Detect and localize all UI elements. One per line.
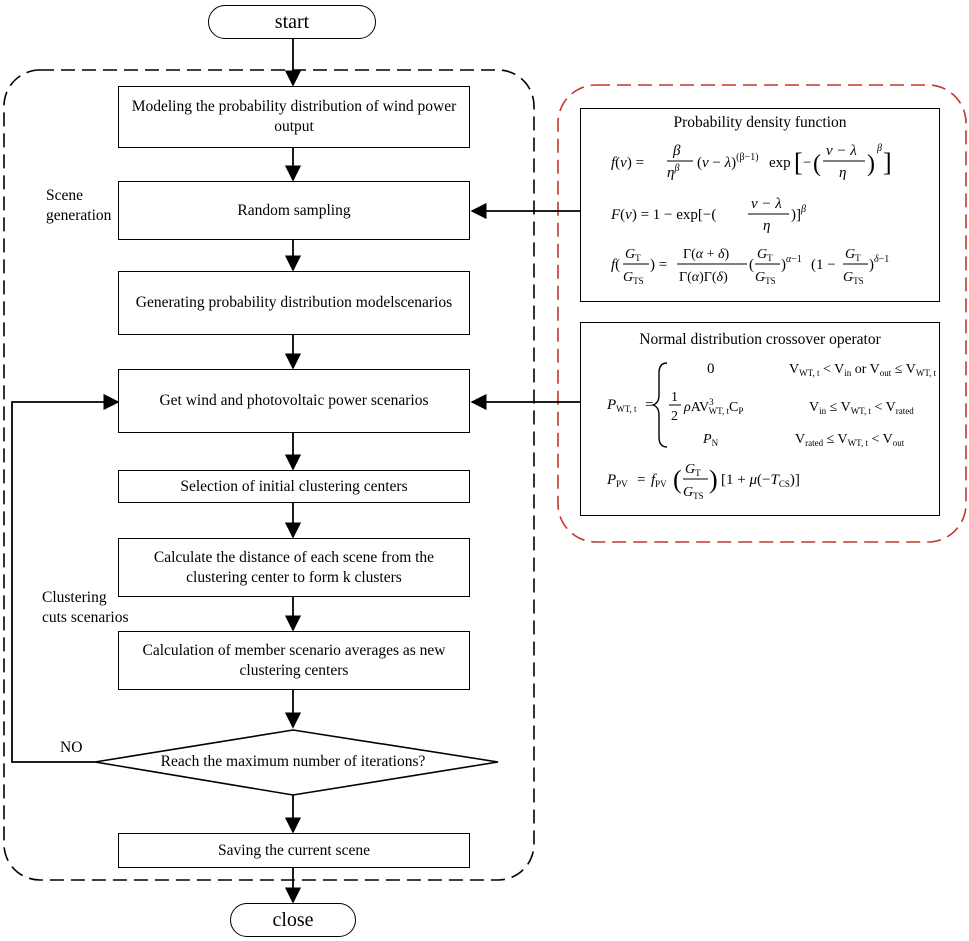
svg-text:F(v) = 1 − exp[−(: F(v) = 1 − exp[−(: [610, 207, 716, 223]
svg-text:(v − λ)(β−1): (v − λ)(β−1): [697, 152, 759, 171]
svg-text:η: η: [839, 165, 846, 181]
svg-text:=: =: [637, 472, 645, 488]
svg-text:) =: ) =: [650, 257, 667, 273]
svg-text:(: (: [813, 151, 821, 177]
svg-text:GTS: GTS: [843, 270, 864, 286]
svg-text:VWT, t < Vin or Vout ≤ VWT,: VWT, t < Vin or Vout ≤ VWT, t: [789, 362, 937, 378]
svg-text:PWT, t: PWT, t: [606, 397, 637, 414]
pdf-formulas: f(v) = β ηβ (v − λ)(β−1) exp [ − ( v − λ…: [610, 143, 892, 286]
svg-text:[: [: [794, 148, 803, 177]
step-initial-centers: Selection of initial clustering centers: [118, 470, 470, 503]
svg-text:(1 −: (1 −: [811, 257, 836, 273]
svg-text:v − λ: v − λ: [826, 143, 857, 159]
svg-text:)δ−1: )δ−1: [869, 254, 889, 273]
step-save-scene: Saving the current scene: [118, 833, 470, 868]
svg-text:Γ(α)Γ(δ): Γ(α)Γ(δ): [679, 270, 728, 285]
close-terminal: close: [230, 903, 356, 937]
svg-text:−: −: [803, 155, 811, 171]
normal-panel: Normal distribution crossover operator P…: [580, 322, 940, 516]
svg-text:fPV: fPV: [651, 472, 667, 489]
svg-text:Vin ≤ VWT, t < Vrated: Vin ≤ VWT, t < Vrated: [809, 400, 914, 416]
svg-text:β: β: [672, 143, 681, 159]
step-form-clusters: Calculate the distance of each scene fro…: [118, 538, 470, 597]
start-terminal: start: [208, 5, 376, 39]
formula-frame: [557, 84, 967, 543]
svg-text:β: β: [876, 143, 882, 154]
svg-text:0: 0: [707, 361, 715, 377]
svg-text:GTS: GTS: [683, 485, 704, 501]
power-formulas: PWT, t = 0 VWT, t < Vin or Vout ≤ VWT, t…: [606, 361, 937, 501]
svg-text:)α−1: )α−1: [781, 254, 802, 273]
step-random-sampling: Random sampling: [118, 181, 470, 240]
svg-text:[1 + μ(−TCS)]: [1 + μ(−TCS)]: [721, 472, 800, 489]
svg-text:): ): [709, 465, 718, 494]
svg-text:Γ(α + δ): Γ(α + δ): [683, 247, 730, 262]
step-model-distribution: Modeling the probability distribution of…: [118, 86, 470, 148]
svg-text:f(: f(: [611, 257, 620, 273]
svg-text:GT: GT: [845, 247, 861, 263]
svg-text:PN: PN: [702, 432, 719, 448]
pdf-panel: Probability density function f(v) = β ηβ…: [580, 108, 940, 302]
flow-frame: [3, 69, 535, 881]
svg-text:1: 1: [671, 390, 678, 405]
svg-text:exp: exp: [769, 155, 791, 171]
step-get-power-scenarios: Get wind and photovoltaic power scenario…: [118, 369, 470, 433]
svg-text:f(v) =: f(v) =: [611, 155, 644, 171]
svg-text:)]β: )]β: [791, 204, 806, 223]
svg-text:GTS: GTS: [755, 270, 776, 286]
svg-text:v − λ: v − λ: [751, 196, 782, 212]
svg-text:(: (: [749, 257, 754, 273]
svg-text:ηβ: ηβ: [667, 163, 679, 181]
svg-text:]: ]: [883, 148, 892, 177]
no-label: NO: [60, 739, 83, 756]
clustering-label: Clustering cuts scenarios: [42, 589, 129, 626]
decision-question: Reach the maximum number of iterations?: [160, 753, 426, 770]
normal-title: Normal distribution crossover operator: [639, 331, 881, 348]
svg-text:=: =: [645, 397, 653, 413]
svg-text:GT: GT: [625, 247, 641, 263]
svg-text:GT: GT: [685, 462, 701, 478]
svg-text:Vrated ≤ VWT, t < Vout: Vrated ≤ VWT, t < Vout: [795, 432, 905, 448]
decision-diamond: [94, 729, 499, 796]
pdf-title: Probability density function: [673, 114, 847, 131]
svg-text:(: (: [673, 465, 682, 494]
svg-text:η: η: [763, 218, 770, 234]
scene-generation-label: Scene generation: [46, 187, 112, 224]
svg-text:GT: GT: [757, 247, 773, 263]
step-generate-scenarios: Generating probability distribution mode…: [118, 271, 470, 335]
svg-text:): ): [867, 151, 875, 177]
svg-text:GTS: GTS: [623, 270, 644, 286]
step-new-centers: Calculation of member scenario averages …: [118, 631, 470, 690]
svg-text:PPV: PPV: [606, 472, 628, 489]
svg-text:2: 2: [671, 409, 678, 424]
